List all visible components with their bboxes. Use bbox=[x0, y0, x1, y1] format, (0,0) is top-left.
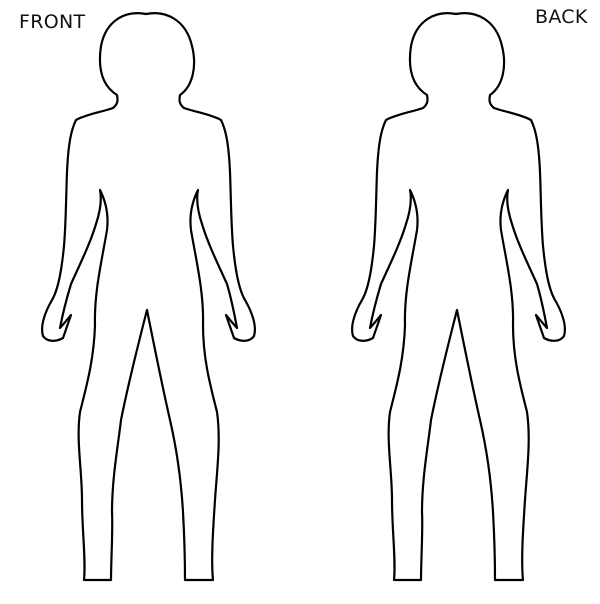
front-body-outline bbox=[41, 12, 256, 582]
front-body-figure bbox=[0, 0, 300, 600]
back-body-figure bbox=[310, 0, 600, 600]
back-body-outline bbox=[351, 12, 566, 582]
back-view-label: BACK bbox=[535, 6, 588, 28]
front-view-label: FRONT bbox=[19, 11, 86, 33]
